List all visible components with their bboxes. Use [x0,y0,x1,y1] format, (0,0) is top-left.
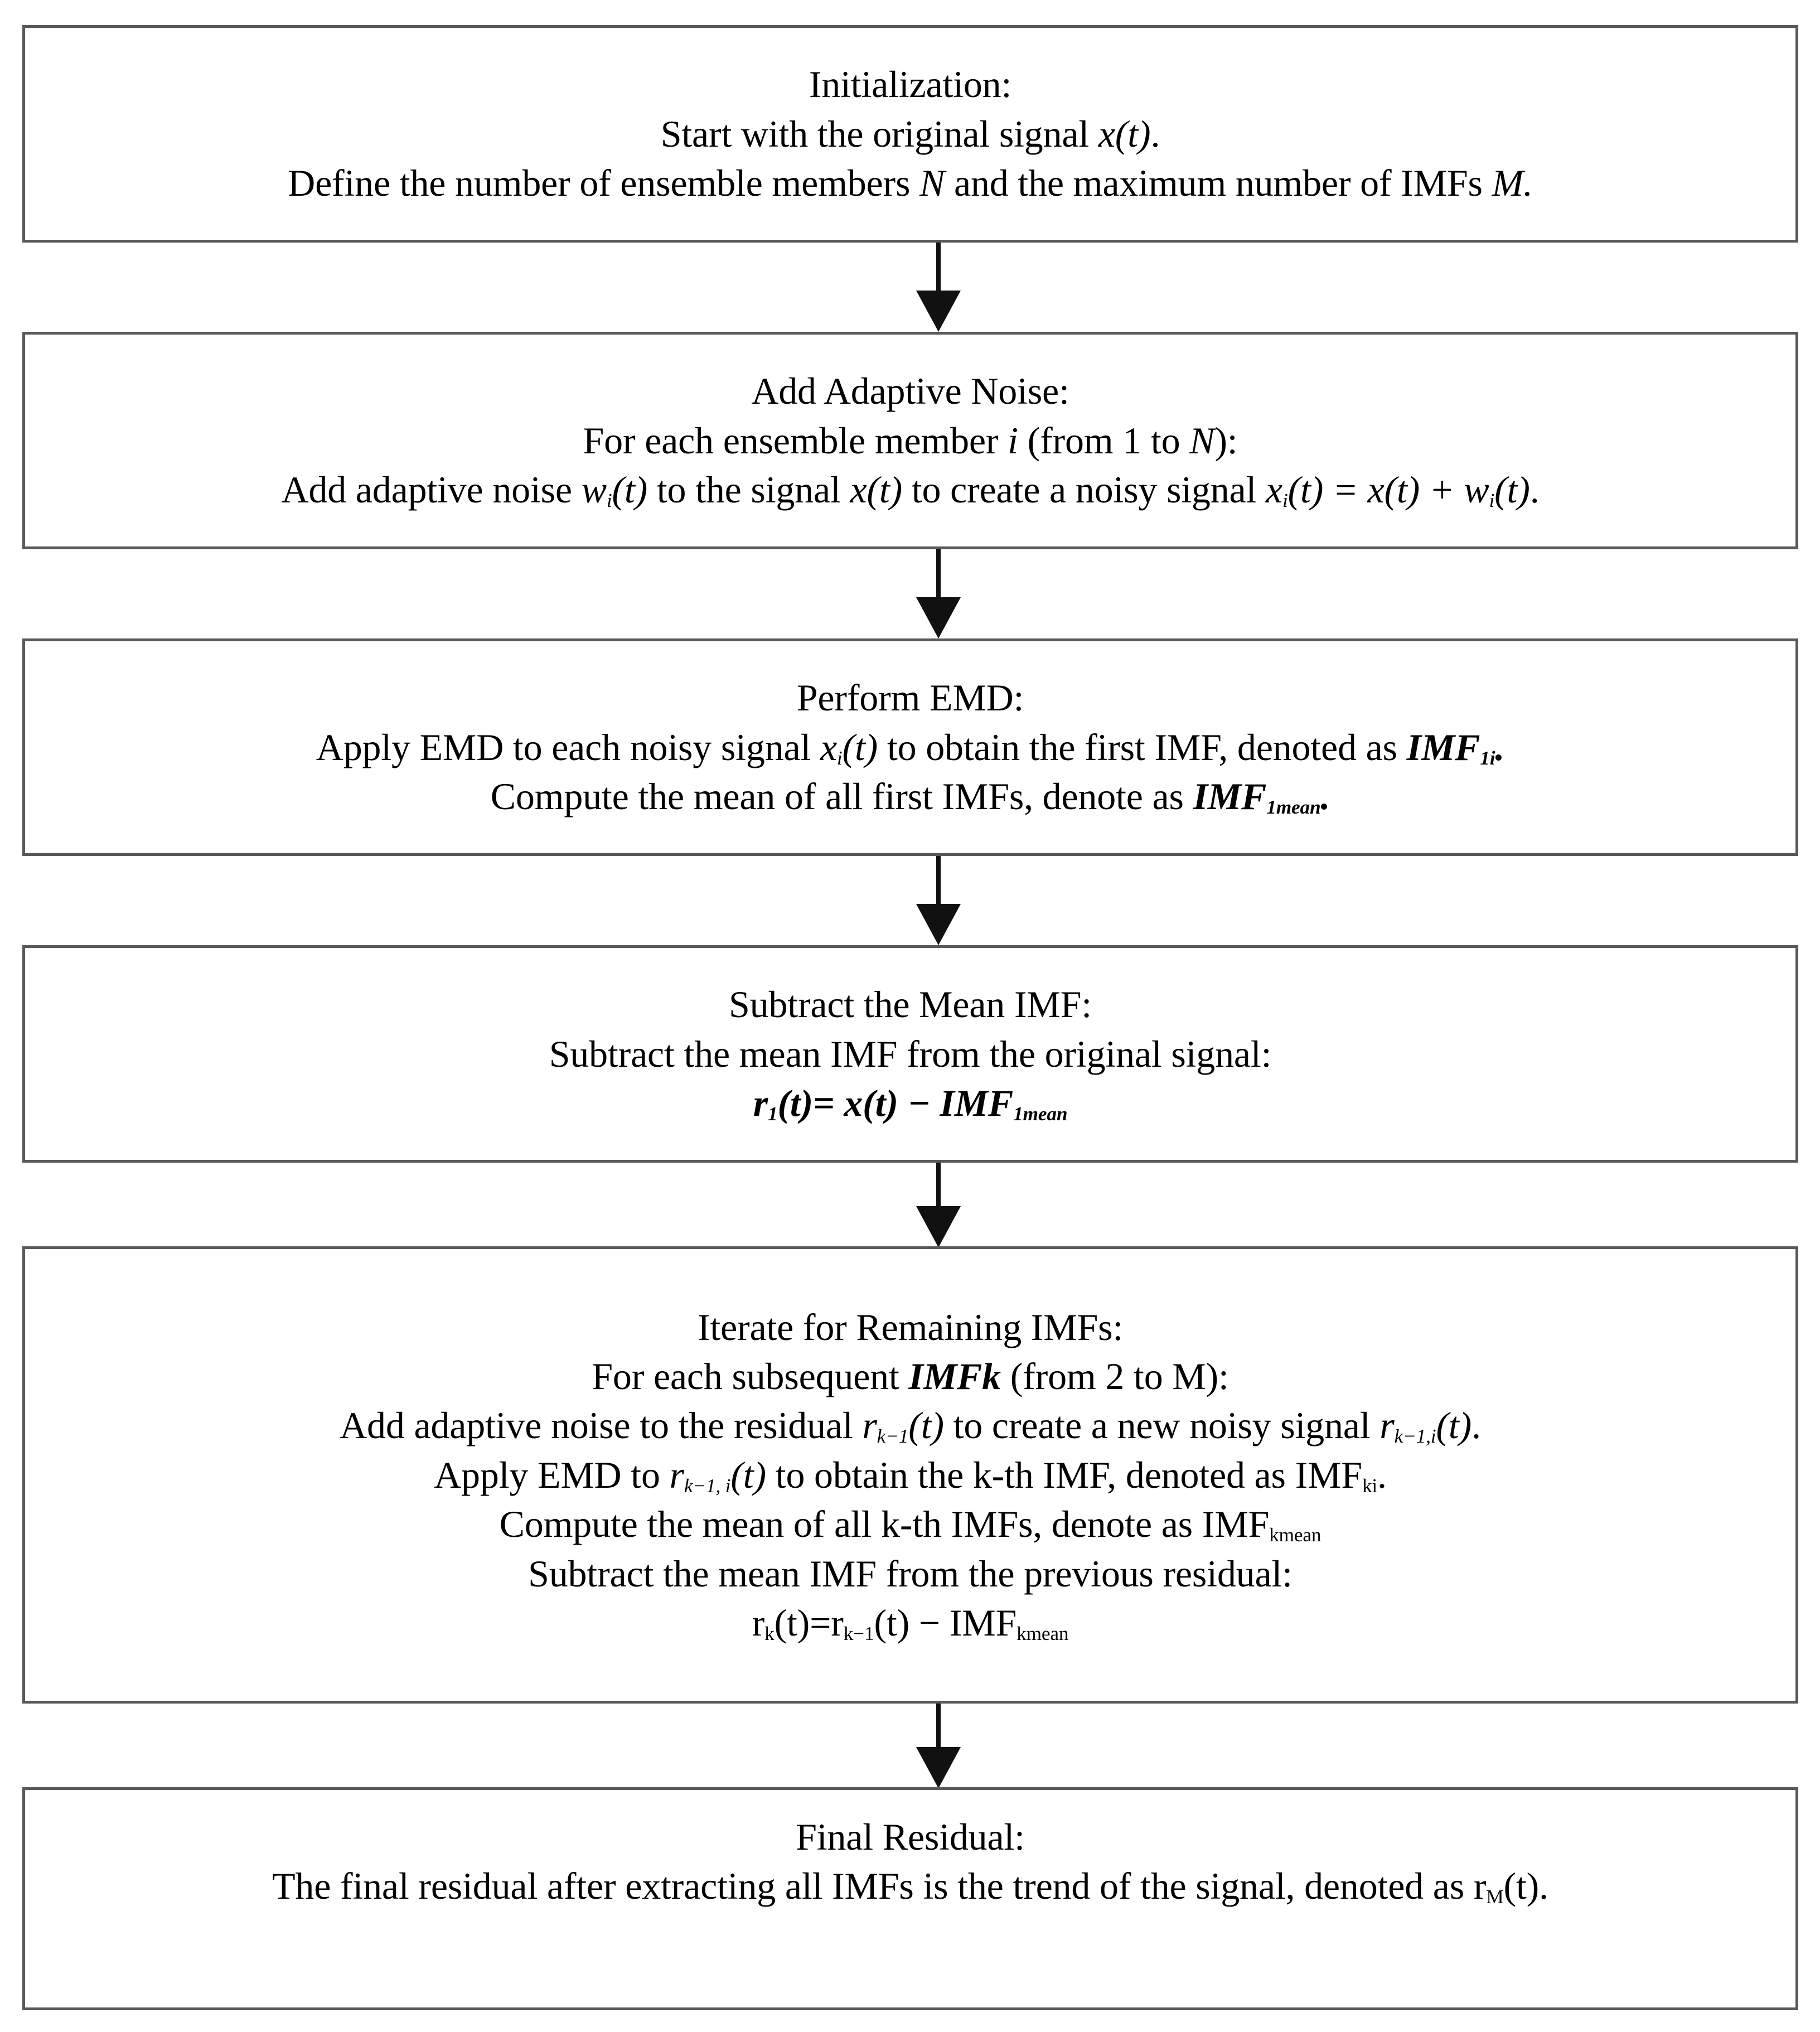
node-heading: Final Residual: [796,1816,1025,1858]
connector-arrowhead [916,904,961,945]
flow-node-iterate-remaining-imfs: Iterate for Remaining IMFs: For each sub… [22,1246,1798,1704]
connector-arrow-2 [905,549,972,638]
flow-node-perform-emd: Perform EMD: Apply EMD to each noisy sig… [22,638,1798,856]
node-line: Add adaptive noise wi(t) to the signal x… [281,468,1540,511]
connector-shaft [936,856,941,906]
node-line: Apply EMD to each noisy signal xi(t) to … [316,725,1505,769]
node-line: For each ensemble member i (from 1 to N)… [583,419,1238,462]
node-line: Add adaptive noise to the residual rk−1(… [340,1404,1481,1448]
connector-arrow-1 [905,243,972,332]
node-line: Apply EMD to rk−1, i(t) to obtain the k-… [434,1453,1387,1497]
connector-arrowhead [916,597,961,638]
node-line: Subtract the mean IMF from the previous … [528,1552,1293,1595]
flow-node-final-residual: Final Residual: The final residual after… [22,1787,1798,2010]
connector-shaft [936,549,941,599]
connector-shaft [936,1704,941,1749]
connector-arrow-3 [905,856,972,945]
flow-node-subtract-mean-imf: Subtract the Mean IMF: Subtract the mean… [22,945,1798,1163]
connector-arrowhead [916,1747,961,1788]
flow-node-add-adaptive-noise: Add Adaptive Noise: For each ensemble me… [22,332,1798,549]
node-heading: Add Adaptive Noise: [751,370,1069,413]
node-line: Define the number of ensemble members N … [288,162,1533,205]
node-line: The final residual after extracting all … [272,1865,1548,1908]
node-line: Compute the mean of all first IMFs, deno… [490,775,1330,818]
connector-arrow-4 [905,1163,972,1247]
node-line: Start with the original signal x(t). [660,112,1160,155]
node-heading: Iterate for Remaining IMFs: [697,1305,1124,1348]
node-heading: Subtract the Mean IMF: [729,983,1092,1026]
node-heading: Perform EMD: [796,676,1024,719]
node-line: Subtract the mean IMF from the original … [549,1032,1272,1075]
connector-arrow-5 [905,1704,972,1788]
flow-node-initialization: Initialization: Start with the original … [22,25,1798,243]
node-heading: Initialization: [809,63,1012,106]
connector-arrowhead [916,291,961,332]
node-line: For each subsequent IMFk (from 2 to M): [592,1355,1229,1398]
node-equation: rk(t)=rk−1(t) − IMFkmean [752,1601,1069,1644]
node-equation: r1(t)= x(t) − IMF1mean [753,1082,1068,1125]
connector-arrowhead [916,1206,961,1247]
connector-shaft [936,243,941,293]
node-line: Compute the mean of all k-th IMFs, denot… [499,1503,1322,1546]
connector-shaft [936,1163,941,1208]
